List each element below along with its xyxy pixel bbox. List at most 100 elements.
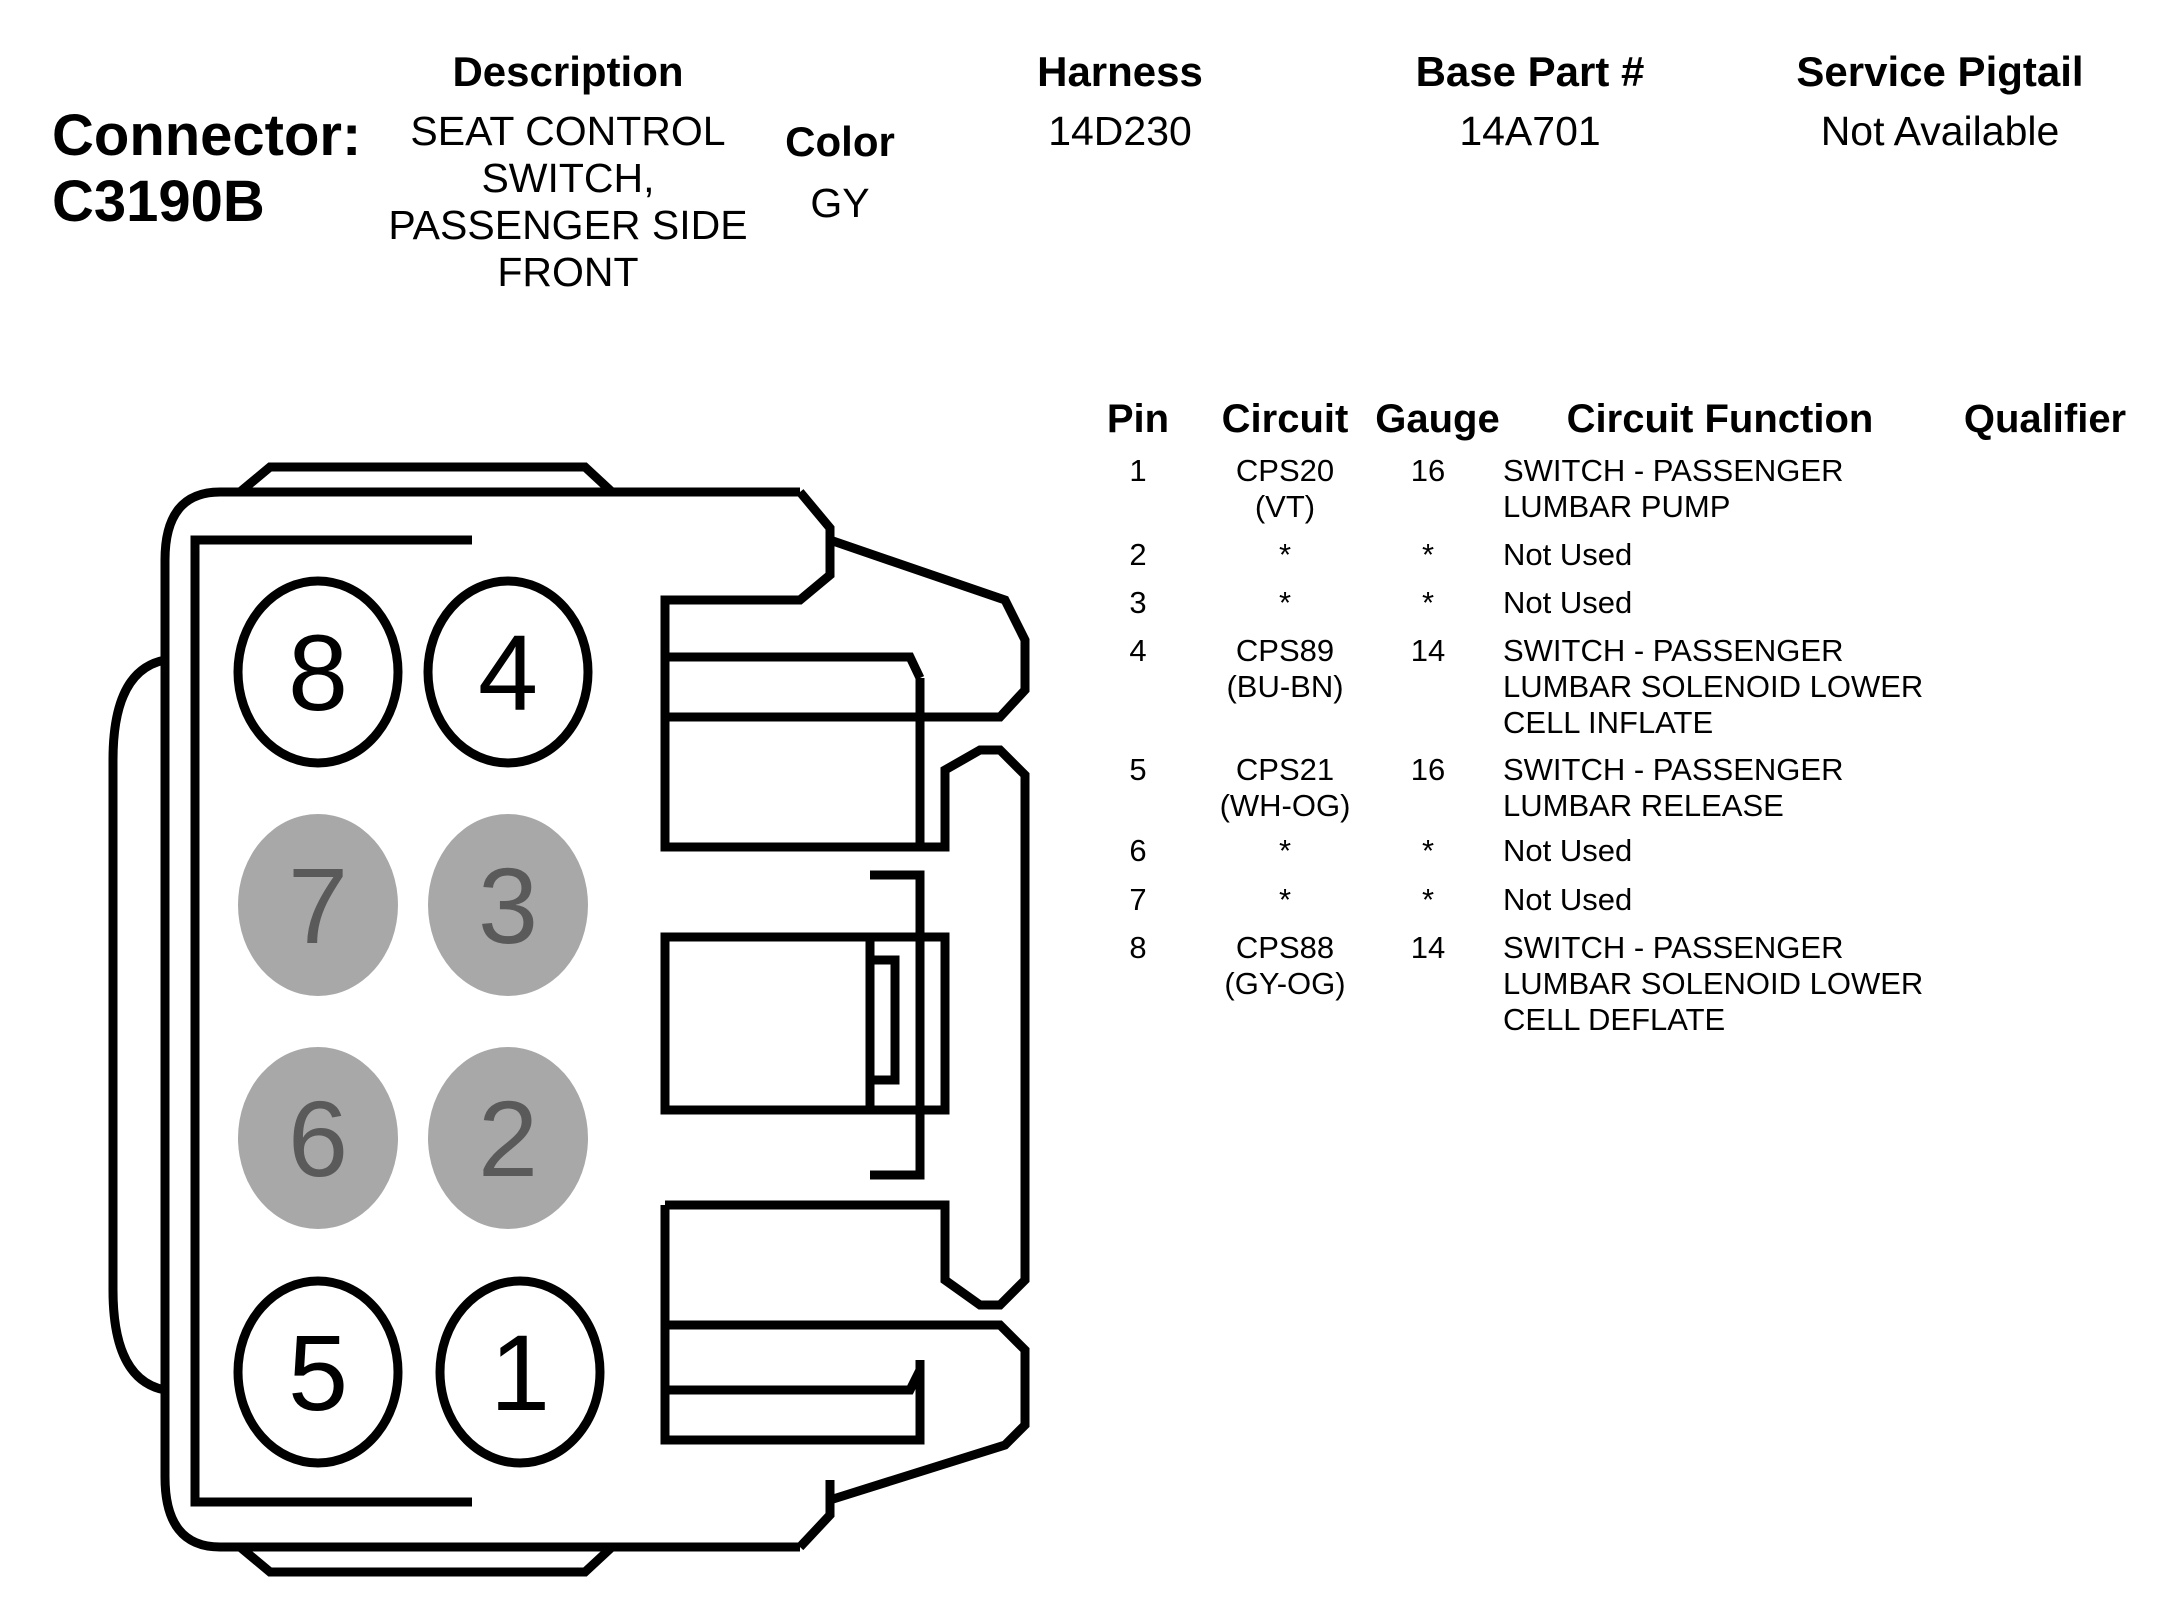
circuit-function-line: LUMBAR PUMP	[1503, 489, 1731, 524]
column-gauge: Gauge	[1375, 397, 1500, 441]
pin-cell: 6	[1129, 833, 1147, 868]
harness-value: 14D230	[1048, 108, 1192, 154]
gauge-cell: 14	[1410, 633, 1446, 668]
circuit-function-line: Not Used	[1503, 833, 1633, 868]
gauge-cell: *	[1421, 833, 1435, 868]
connector-center-tab-inner	[870, 932, 950, 1115]
circuit-function-cell: Not Used	[1503, 537, 1632, 573]
column-circuit-function: Circuit Function	[1566, 397, 1874, 441]
pin-circle	[423, 576, 593, 768]
pin-number: 6	[288, 1078, 348, 1199]
circuit-cell: *	[1185, 585, 1385, 621]
circuit-cell: CPS88(GY-OG)	[1185, 930, 1385, 1002]
pin-number: 1	[490, 1312, 550, 1433]
connector-center-tab	[870, 870, 925, 1180]
base-part-heading: Base Part #	[1415, 48, 1645, 95]
connector-upper-recess	[660, 489, 925, 852]
circuit-cell: CPS89(BU-BN)	[1185, 633, 1385, 705]
pin-cavity-4: 4	[423, 576, 593, 768]
connector-center-notch	[870, 955, 900, 1085]
pin-circle	[233, 576, 403, 768]
circuit-function-line: SWITCH - PASSENGER	[1503, 453, 1844, 488]
circuit-line: *	[1278, 585, 1292, 620]
column-qualifier: Qualifier	[1963, 397, 2127, 441]
circuit-line: *	[1278, 537, 1292, 572]
pin-cavity-2: 2	[428, 1047, 588, 1229]
circuit-cell: *	[1185, 882, 1385, 918]
pin-cavity-7: 7	[238, 814, 398, 996]
circuit-function-line: LUMBAR SOLENOID LOWER	[1503, 669, 1924, 704]
description-heading: Description	[452, 48, 684, 95]
gauge-cell: *	[1421, 585, 1435, 620]
column-circuit: Circuit	[1221, 397, 1349, 441]
connector-top-lip	[237, 462, 616, 496]
circuit-cell: CPS21(WH-OG)	[1185, 752, 1385, 824]
circuit-function-line: Not Used	[1503, 585, 1633, 620]
pin-number: 2	[478, 1078, 538, 1199]
circuit-line: (BU-BN)	[1226, 669, 1344, 704]
gauge-cell: 16	[1410, 453, 1446, 488]
connector-lower-corner	[796, 1480, 835, 1551]
circuit-function-line: SWITCH - PASSENGER	[1503, 752, 1844, 787]
circuit-cell: CPS20(VT)	[1185, 453, 1385, 525]
pin-cavity-3: 3	[428, 814, 588, 996]
pin-circle	[428, 1047, 588, 1229]
pin-cavity-6: 6	[238, 1047, 398, 1229]
circuit-line: (WH-OG)	[1219, 788, 1351, 823]
pin-cavity-1: 1	[435, 1276, 605, 1468]
pin-cell: 5	[1129, 752, 1147, 787]
connector-bottom-lip	[237, 1543, 616, 1577]
connector-lower-arm	[665, 1320, 1030, 1505]
circuit-function-line: CELL INFLATE	[1503, 705, 1714, 740]
connector-side-latch	[108, 655, 167, 1395]
pin-cell: 3	[1129, 585, 1147, 620]
harness-heading: Harness	[1037, 48, 1203, 95]
circuit-line: CPS89	[1235, 633, 1335, 668]
pin-number: 7	[288, 845, 348, 966]
connector-label-text: Connector:	[52, 103, 362, 168]
pin-cavity-5: 5	[233, 1276, 403, 1468]
circuit-function-cell: Not Used	[1503, 833, 1632, 869]
circuit-function-line: SWITCH - PASSENGER	[1503, 930, 1844, 965]
connector-center-key	[665, 745, 1030, 1310]
pin-cell: 7	[1129, 882, 1147, 917]
connector-inner-frame	[190, 535, 472, 1507]
circuit-line: CPS20	[1235, 453, 1335, 488]
pin-cell: 8	[1129, 930, 1147, 965]
circuit-function-cell: Not Used	[1503, 585, 1632, 621]
circuit-function-line: LUMBAR RELEASE	[1503, 788, 1784, 823]
pin-number: 8	[288, 612, 348, 733]
connector-upper-arm	[665, 535, 1030, 722]
base-part-value: 14A701	[1459, 108, 1601, 154]
color-heading: Color	[785, 118, 895, 165]
description-line: FRONT	[497, 249, 639, 295]
circuit-line: CPS21	[1235, 752, 1335, 787]
circuit-function-cell: Not Used	[1503, 882, 1632, 918]
pin-circle	[238, 1047, 398, 1229]
circuit-cell: *	[1185, 833, 1385, 869]
circuit-line: *	[1278, 882, 1292, 917]
pin-cavity-8: 8	[233, 576, 403, 768]
circuit-line: *	[1278, 833, 1292, 868]
description-line: SWITCH,	[481, 155, 655, 201]
gauge-cell: 16	[1410, 752, 1446, 787]
pin-cell: 2	[1129, 537, 1147, 572]
circuit-line: (GY-OG)	[1224, 966, 1346, 1001]
gauge-cell: *	[1421, 537, 1435, 572]
service-pigtail-heading: Service Pigtail	[1796, 48, 2084, 95]
gauge-cell: 14	[1410, 930, 1446, 965]
pin-number: 3	[478, 845, 538, 966]
description-line: PASSENGER SIDE	[388, 202, 748, 248]
pin-cell: 1	[1129, 453, 1147, 488]
circuit-line: CPS88	[1235, 930, 1335, 965]
pin-circle	[435, 1276, 605, 1468]
connector-id: C3190B	[52, 169, 265, 234]
description-line: SEAT CONTROL	[410, 108, 726, 154]
color-value: GY	[810, 180, 870, 226]
gauge-cell: *	[1421, 882, 1435, 917]
